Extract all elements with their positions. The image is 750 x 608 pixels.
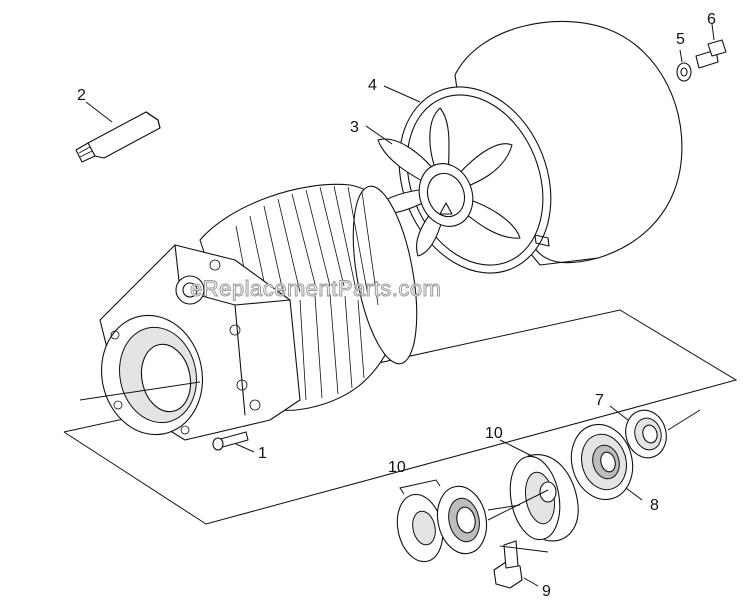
part-bearing-8 [570,423,643,501]
callout-9: 9 [542,583,551,600]
part-screw-1 [212,431,255,453]
callout-4: 4 [368,77,377,94]
part-bearing-housing-10 [499,439,579,542]
callout-6: 6 [707,11,716,28]
callout-1: 1 [258,445,267,462]
part-washer-5 [676,49,692,82]
part-motor-housing [79,183,418,441]
part-fan [365,107,521,257]
part-thrust-bearing-10 [396,479,549,563]
assembly-frame [63,309,738,525]
callout-10-lower: 10 [388,459,406,476]
callout-3: 3 [350,119,359,136]
callout-5: 5 [676,31,685,48]
watermark-text: eReplacementParts.com [190,276,441,301]
part-grease-tube [75,101,161,163]
callout-7: 7 [595,392,604,409]
callout-labels: 1 2 3 4 5 6 7 8 9 10 10 [77,11,716,600]
part-hex-screw-9 [493,540,549,589]
callout-10-upper: 10 [485,425,503,442]
part-bolt-6 [695,23,727,69]
callout-2: 2 [77,87,86,104]
part-seal-7 [609,405,701,459]
callout-8: 8 [650,497,659,514]
